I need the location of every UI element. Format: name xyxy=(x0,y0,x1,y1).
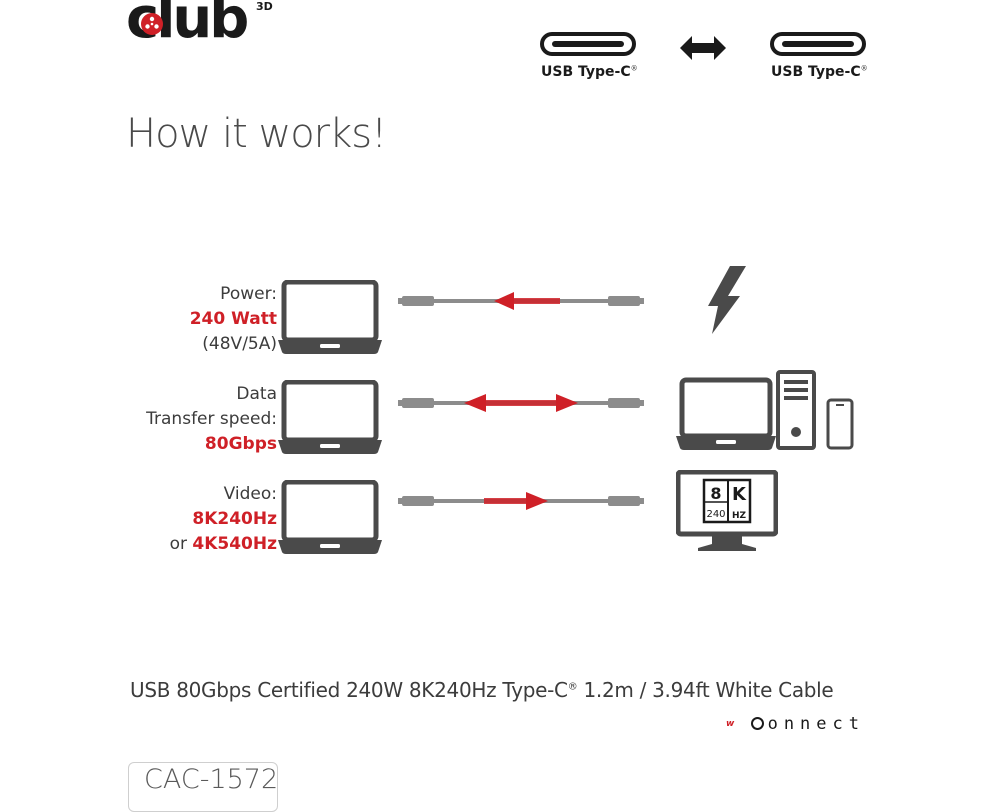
video-value-8k: 8K240Hz xyxy=(192,509,277,529)
right-connector-label: USB Type-C® xyxy=(771,64,868,80)
usb-c-plug-icon xyxy=(540,32,636,56)
logo-symbol-icon xyxy=(141,13,163,35)
video-value-line: or 4K540Hz xyxy=(170,532,277,557)
laptop-icon xyxy=(278,280,382,354)
video-value-prefix: or xyxy=(169,534,193,554)
wconnect-logo: w onnect xyxy=(726,714,865,734)
monitor-badge-top: 8 xyxy=(710,484,721,503)
power-label-line: Power: xyxy=(220,284,277,304)
data-cable-icon xyxy=(398,394,644,412)
power-cable-icon xyxy=(398,292,644,310)
video-label: Video: 8K240Hz or 4K540Hz xyxy=(170,482,277,557)
monitor-badge-bottom: 240 xyxy=(706,509,725,520)
data-label-line: Data xyxy=(236,384,277,404)
wconnect-c-icon xyxy=(750,717,764,730)
video-cable-icon xyxy=(398,492,644,510)
power-label: Power: 240 Watt (48V/5A) xyxy=(190,282,277,357)
wconnect-text: onnect xyxy=(767,714,865,734)
product-title-tail: 1.2m / 3.94ft White Cable xyxy=(577,678,834,702)
monitor-8k-icon: 8 240 K HZ xyxy=(676,470,778,551)
laptop-icon xyxy=(278,380,382,454)
product-title: USB 80Gbps Certified 240W 8K240Hz Type-C… xyxy=(130,678,834,702)
product-title-main: USB 80Gbps Certified 240W 8K240Hz Type-C xyxy=(130,678,568,702)
logo-superscript: 3D xyxy=(256,0,273,13)
usb-c-plug-icon xyxy=(770,32,866,56)
monitor-badge-k: K xyxy=(732,484,747,505)
sku-code: CAC-1572 xyxy=(144,764,279,795)
power-value: 240 Watt xyxy=(189,309,277,329)
bidirectional-arrow-icon xyxy=(680,36,726,60)
video-value-4k: 4K540Hz xyxy=(192,534,277,554)
power-spec: (48V/5A) xyxy=(202,334,277,354)
product-title-trademark: ® xyxy=(567,681,578,693)
left-connector-label: USB Type-C® xyxy=(541,64,638,80)
wconnect-prefix: w xyxy=(726,719,735,729)
brand-logo: club 3D xyxy=(126,0,286,52)
page-heading: How it works! xyxy=(126,111,387,157)
data-speed-value: 80Gbps xyxy=(204,434,277,454)
lightning-bolt-icon xyxy=(708,266,746,334)
video-label-line: Video: xyxy=(223,484,277,504)
laptop-desktop-phone-icon xyxy=(676,370,854,450)
data-label-line-2: Transfer speed: xyxy=(146,409,277,429)
data-label: Data Transfer speed: 80Gbps xyxy=(146,382,277,457)
laptop-icon xyxy=(278,480,382,554)
monitor-badge-hz: HZ xyxy=(732,511,747,521)
